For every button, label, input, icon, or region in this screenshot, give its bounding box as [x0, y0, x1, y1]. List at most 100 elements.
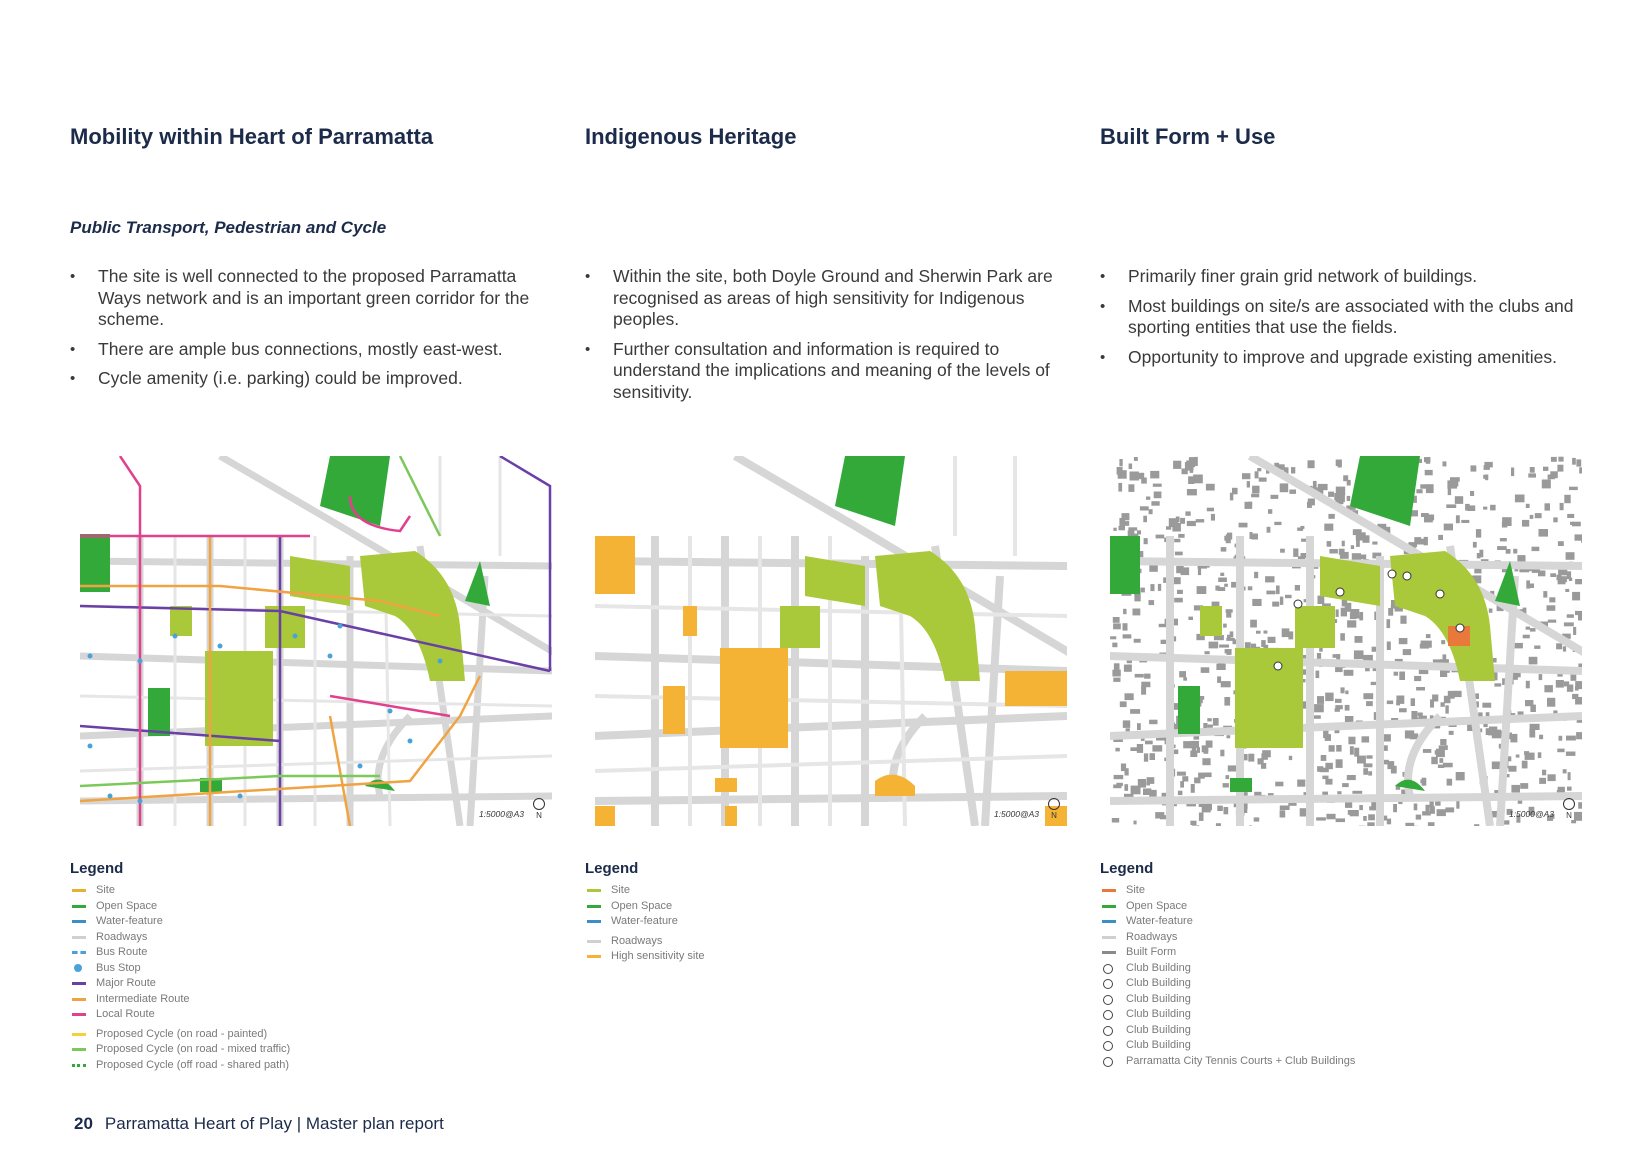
legend-item: Site	[1100, 883, 1580, 899]
legend-label: Roadways	[611, 934, 663, 947]
map-scale: 1:5000@A3	[478, 809, 524, 819]
legend-swatch	[1103, 1041, 1113, 1051]
mobility-subtitle: Public Transport, Pedestrian and Cycle	[70, 218, 387, 237]
legend-swatch	[1103, 1010, 1113, 1020]
legend-label: Bus Route	[96, 946, 148, 958]
heritage-map-graphic	[595, 456, 1067, 826]
legend-title: Legend	[585, 860, 639, 877]
bullet-item: Opportunity to improve and upgrade exist…	[1100, 347, 1590, 369]
built-form-map: 1:5000@A3 N	[1110, 456, 1582, 826]
legend-label: Site	[1126, 884, 1145, 896]
page-number: 20	[74, 1114, 93, 1133]
built-form-bullets: Primarily finer grain grid network of bu…	[1100, 266, 1590, 376]
legend-label: Water-feature	[1126, 915, 1193, 927]
legend-swatch	[587, 904, 601, 908]
legend-swatch	[587, 955, 601, 958]
page-footer: 20 Parramatta Heart of Play | Master plan…	[74, 1114, 444, 1134]
legend-item: Club Building	[1100, 976, 1580, 992]
legend-label: Club Building	[1126, 1008, 1191, 1020]
north-label: N	[536, 811, 542, 820]
legend-label: Parramatta City Tennis Courts + Club Bui…	[1126, 1054, 1356, 1067]
legend-item: Roadways	[585, 934, 1065, 950]
legend-item: Parramatta City Tennis Courts + Club Bui…	[1100, 1054, 1580, 1070]
north-label: N	[1566, 811, 1572, 820]
legend-label: Built Form	[1126, 946, 1177, 958]
legend-swatch	[1103, 963, 1113, 974]
legend-item: Proposed Cycle (on road - mixed traffic)	[70, 1042, 550, 1058]
built-form-title: Built Form + Use	[1100, 124, 1276, 149]
north-arrow-icon: N	[1562, 798, 1576, 820]
legend-item: Proposed Cycle (on road - painted)	[70, 1027, 550, 1043]
footer-text: Parramatta Heart of Play | Master plan r…	[104, 1114, 444, 1133]
legend-item: Open Space	[1100, 899, 1580, 915]
legend-item: Open Space	[70, 899, 550, 915]
north-arrow-icon: N	[532, 798, 546, 820]
legend-swatch	[1102, 904, 1116, 908]
legend-label: Water-feature	[611, 915, 678, 927]
legend-label: Proposed Cycle (on road - mixed traffic)	[96, 1043, 291, 1055]
legend-label: Site	[611, 884, 630, 896]
legend-swatch	[587, 939, 601, 943]
legend-label: Club Building	[1126, 1023, 1191, 1036]
legend-label: Major Route	[96, 977, 156, 989]
legend-title: Legend	[1100, 860, 1154, 877]
legend-item: Water-feature	[585, 914, 1065, 930]
legend-label: Proposed Cycle (on road - painted)	[96, 1027, 268, 1040]
map-scale: 1:5000@A3	[993, 809, 1039, 819]
heritage-map: 1:5000@A3 N	[595, 456, 1067, 826]
mobility-bullets: The site is well connected to the propos…	[70, 266, 560, 398]
bullet-item: The site is well connected to the propos…	[70, 266, 560, 331]
legend-item: Built Form	[1100, 945, 1580, 961]
legend-swatch	[72, 1063, 86, 1067]
legend-swatch	[74, 963, 82, 972]
legend-item: Local Route	[70, 1007, 550, 1023]
legend-item: Club Building	[1100, 1038, 1580, 1054]
legend-swatch	[72, 935, 86, 939]
legend-swatch	[72, 904, 86, 908]
legend-swatch	[72, 1048, 86, 1051]
legend-item: Roadways	[70, 930, 550, 946]
legend-swatch	[1103, 994, 1113, 1005]
legend-label: Roadways	[96, 930, 148, 943]
legend-item: Roadways	[1100, 930, 1580, 946]
legend-label: Proposed Cycle (off road - shared path)	[96, 1058, 290, 1071]
legend-swatch	[72, 982, 86, 985]
north-arrow-icon: N	[1047, 798, 1061, 820]
legend-label: Club Building	[1126, 977, 1191, 989]
legend-swatch	[587, 920, 601, 923]
legend-item: Site	[70, 883, 550, 899]
legend-swatch	[1103, 1025, 1113, 1036]
legend-label: Bus Stop	[96, 961, 141, 974]
north-label: N	[1051, 811, 1057, 820]
legend-item: High sensitivity site	[585, 949, 1065, 965]
legend-item: Club Building	[1100, 1023, 1580, 1039]
legend-item: Major Route	[70, 976, 550, 992]
mobility-map-graphic	[80, 456, 552, 826]
legend-item: Bus Route	[70, 945, 550, 961]
legend-swatch	[587, 889, 601, 892]
heritage-title: Indigenous Heritage	[585, 124, 797, 149]
legend-swatch	[72, 997, 86, 1001]
legend-item: Club Building	[1100, 1007, 1580, 1023]
mobility-map: 1:5000@A3 N	[80, 456, 552, 826]
legend-swatch	[1102, 935, 1116, 939]
mobility-title: Mobility within Heart of Parramatta	[70, 124, 434, 149]
bullet-item: Most buildings on site/s are associated …	[1100, 296, 1590, 339]
heritage-bullets: Within the site, both Doyle Ground and S…	[585, 266, 1075, 411]
legend-item: Proposed Cycle (off road - shared path)	[70, 1058, 550, 1074]
bullet-item: Within the site, both Doyle Ground and S…	[585, 266, 1075, 331]
legend-label: Club Building	[1126, 992, 1191, 1005]
legend-label: Water-feature	[96, 915, 163, 927]
legend-swatch	[1102, 951, 1116, 954]
legend-swatch	[1103, 1056, 1113, 1067]
legend-item: Bus Stop	[70, 961, 550, 977]
legend-label: Open Space	[611, 899, 673, 912]
legend-item: Intermediate Route	[70, 992, 550, 1008]
legend-swatch	[72, 920, 86, 923]
legend-item: Club Building	[1100, 961, 1580, 977]
